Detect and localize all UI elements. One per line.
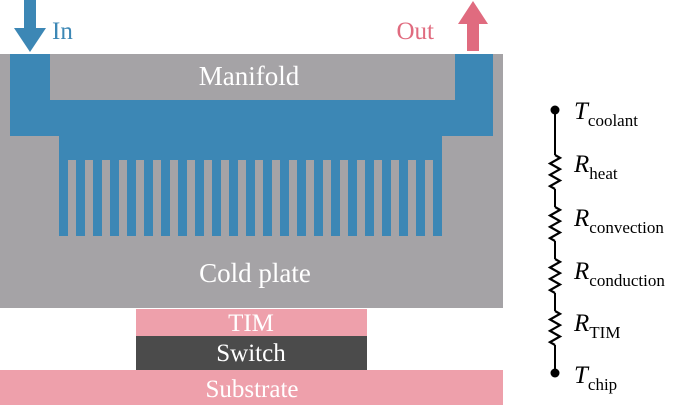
- inlet-label: In: [52, 18, 73, 45]
- coolant-fin: [127, 160, 136, 236]
- coolant-fins: [59, 160, 442, 236]
- coolant-fin: [297, 160, 306, 236]
- node-chip: [550, 368, 560, 378]
- coolant-fin: [144, 160, 153, 236]
- tim-layer: [136, 309, 367, 336]
- coolant-fin: [229, 160, 238, 236]
- coolant-fin: [212, 160, 221, 236]
- coolant-fin: [433, 160, 442, 236]
- resistor-heat: [547, 154, 563, 190]
- coolant-fin: [365, 160, 374, 236]
- thermal-resistor-network: Tcoolant Rheat Rconvection Rconduction R…: [547, 98, 665, 394]
- node-label-chip: Tchip: [574, 362, 617, 394]
- coolant-channel: [10, 54, 493, 160]
- arrow-up-icon: [458, 1, 488, 51]
- coolant-fin: [263, 160, 272, 236]
- coolant-fin: [178, 160, 187, 236]
- coolant-fin: [93, 160, 102, 236]
- resistor-label-convection: Rconvection: [573, 205, 664, 237]
- node-label-coolant: Tcoolant: [574, 98, 638, 130]
- coolant-fin: [314, 160, 323, 236]
- switch-die: [136, 336, 367, 370]
- resistor-conduction: [547, 258, 563, 294]
- coolant-fin: [416, 160, 425, 236]
- outlet-label: Out: [397, 18, 435, 45]
- coolant-fin: [195, 160, 204, 236]
- coolant-fin: [331, 160, 340, 236]
- resistor-label-heat: Rheat: [573, 151, 618, 183]
- coolant-fin: [76, 160, 85, 236]
- resistor-label-tim: RTIM: [573, 310, 620, 342]
- coolant-fin: [348, 160, 357, 236]
- resistor-tim: [547, 310, 563, 346]
- node-coolant: [550, 105, 560, 115]
- coolant-fin: [110, 160, 119, 236]
- tim-label: TIM: [228, 310, 274, 337]
- cold-plate-label: Cold plate: [199, 258, 311, 288]
- coolant-fin: [399, 160, 408, 236]
- coolant-fin: [161, 160, 170, 236]
- substrate-label: Substrate: [205, 376, 298, 403]
- coolant-fin: [246, 160, 255, 236]
- arrow-down-icon: [14, 0, 46, 52]
- substrate-layer: [0, 370, 503, 405]
- resistor-label-conduction: Rconduction: [573, 258, 665, 290]
- coolant-fin: [382, 160, 391, 236]
- coolant-fin: [59, 160, 68, 236]
- switch-label: Switch: [216, 340, 286, 367]
- manifold-label: Manifold: [199, 61, 300, 91]
- coolant-fin: [280, 160, 289, 236]
- resistor-convection: [547, 206, 563, 242]
